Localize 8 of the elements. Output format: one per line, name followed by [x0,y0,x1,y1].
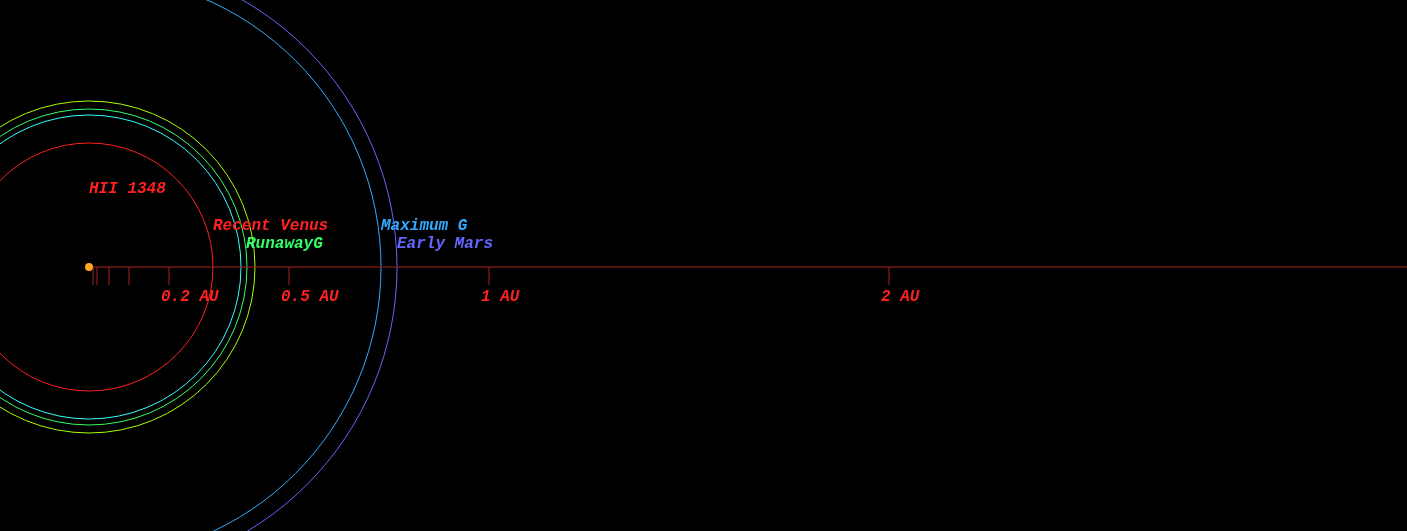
zone-label: Maximum G [381,218,468,235]
scale-label: 0.5 AU [281,289,339,306]
zone-label: Early Mars [397,236,493,253]
zone-label: RunawayG [246,236,323,253]
scale-label: 1 AU [481,289,520,306]
star-name: HII 1348 [89,181,166,198]
scale-label: 2 AU [881,289,920,306]
scale-label: 0.2 AU [161,289,219,306]
